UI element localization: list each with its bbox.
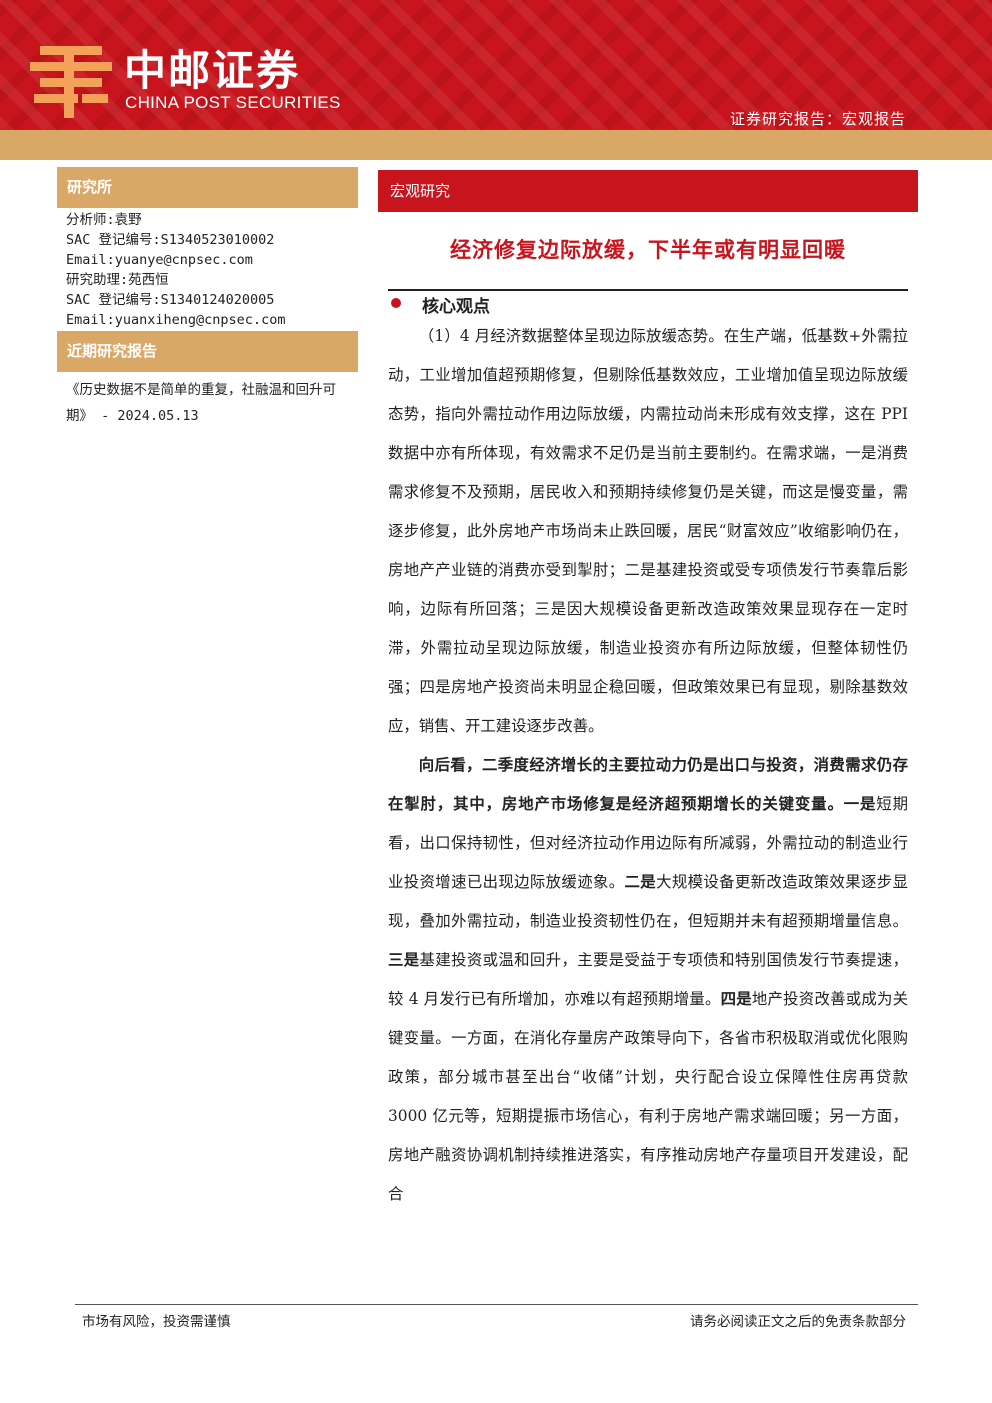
institute-heading: 研究所: [57, 167, 358, 207]
point-text: 基建投资或温和回升，主要是受益于专项债和特别国债发行节奏提速，较 4 月发行已有…: [388, 951, 908, 1008]
analyst-line: 研究助理:苑西恒: [66, 272, 169, 288]
point-marker: 四是: [720, 990, 752, 1008]
point-marker: 一是: [843, 795, 877, 813]
disclaimer-notice: 请务必阅读正文之后的免责条款部分: [690, 1314, 906, 1330]
analyst-line: SAC 登记编号:S1340124020005: [66, 292, 275, 308]
analyst-email[interactable]: Email:yuanxiheng@cnpsec.com: [66, 312, 286, 328]
institute-divider: [57, 207, 358, 208]
analyst-email[interactable]: Email:yuanye@cnpsec.com: [66, 252, 253, 268]
category-bar: 宏观研究: [378, 170, 918, 212]
brand-name-en: CHINA POST SECURITIES: [125, 93, 341, 112]
point-marker: 三是: [388, 951, 420, 969]
report-type: 证券研究报告：宏观报告: [729, 110, 906, 128]
report-date: 2024 年 5 月 18 日: [764, 270, 906, 286]
header-banner: 中邮证券 CHINA POST SECURITIES 证券研究报告：宏观报告: [0, 0, 992, 130]
recent-report-link[interactable]: 《历史数据不是简单的重复，社融温和回升可期》 - 2024.05.13: [66, 382, 336, 424]
point-text: 地产投资改善或成为关键变量。一方面，在消化存量房产政策导向下，各省市积极取消或优…: [388, 990, 908, 1203]
date-strip: 2024 年 5 月 18 日: [0, 130, 992, 286]
title-divider: [388, 289, 908, 291]
bullet-dot-icon: [391, 298, 401, 308]
para2-lead: 向后看，二季度经济增长的主要拉动力仍是出口与投资，消费需求仍存在掣肘，其中，房地…: [388, 756, 908, 813]
risk-notice: 市场有风险，投资需谨慎: [82, 1314, 231, 1330]
point-text: 大规模设备更新改造政策效果逐步显现，叠加外需拉动，制造业投资韧性仍在，但短期并未…: [388, 873, 908, 930]
analyst-line: SAC 登记编号:S1340523010002: [66, 232, 275, 248]
china-post-logo-icon: [30, 46, 112, 118]
point-text: 短期看，出口保持韧性，但对经济拉动作用边际有所减弱，外需拉动的制造业行业投资增速…: [388, 795, 908, 891]
recent-divider: [57, 371, 358, 372]
report-title: 经济修复边际放缓，下半年或有明显回暖: [450, 238, 846, 262]
brand-name-cn: 中邮证券: [124, 46, 301, 95]
paragraph-2: 向后看，二季度经济增长的主要拉动力仍是出口与投资，消费需求仍存在掣肘，其中，房地…: [388, 746, 908, 1214]
body-text: （1）4 月经济数据整体呈现边际放缓态势。在生产端，低基数+外需拉动，工业增加值…: [388, 317, 908, 1214]
recent-reports-heading: 近期研究报告: [57, 331, 358, 371]
analyst-line: 分析师:袁野: [66, 212, 142, 228]
point-marker: 二是: [624, 873, 657, 891]
core-view-heading: 核心观点: [422, 297, 490, 317]
analyst-info: 分析师:袁野 SAC 登记编号:S1340523010002 Email:yua…: [66, 210, 285, 330]
paragraph-1: （1）4 月经济数据整体呈现边际放缓态势。在生产端，低基数+外需拉动，工业增加值…: [388, 327, 908, 735]
footer-divider: [75, 1304, 918, 1305]
